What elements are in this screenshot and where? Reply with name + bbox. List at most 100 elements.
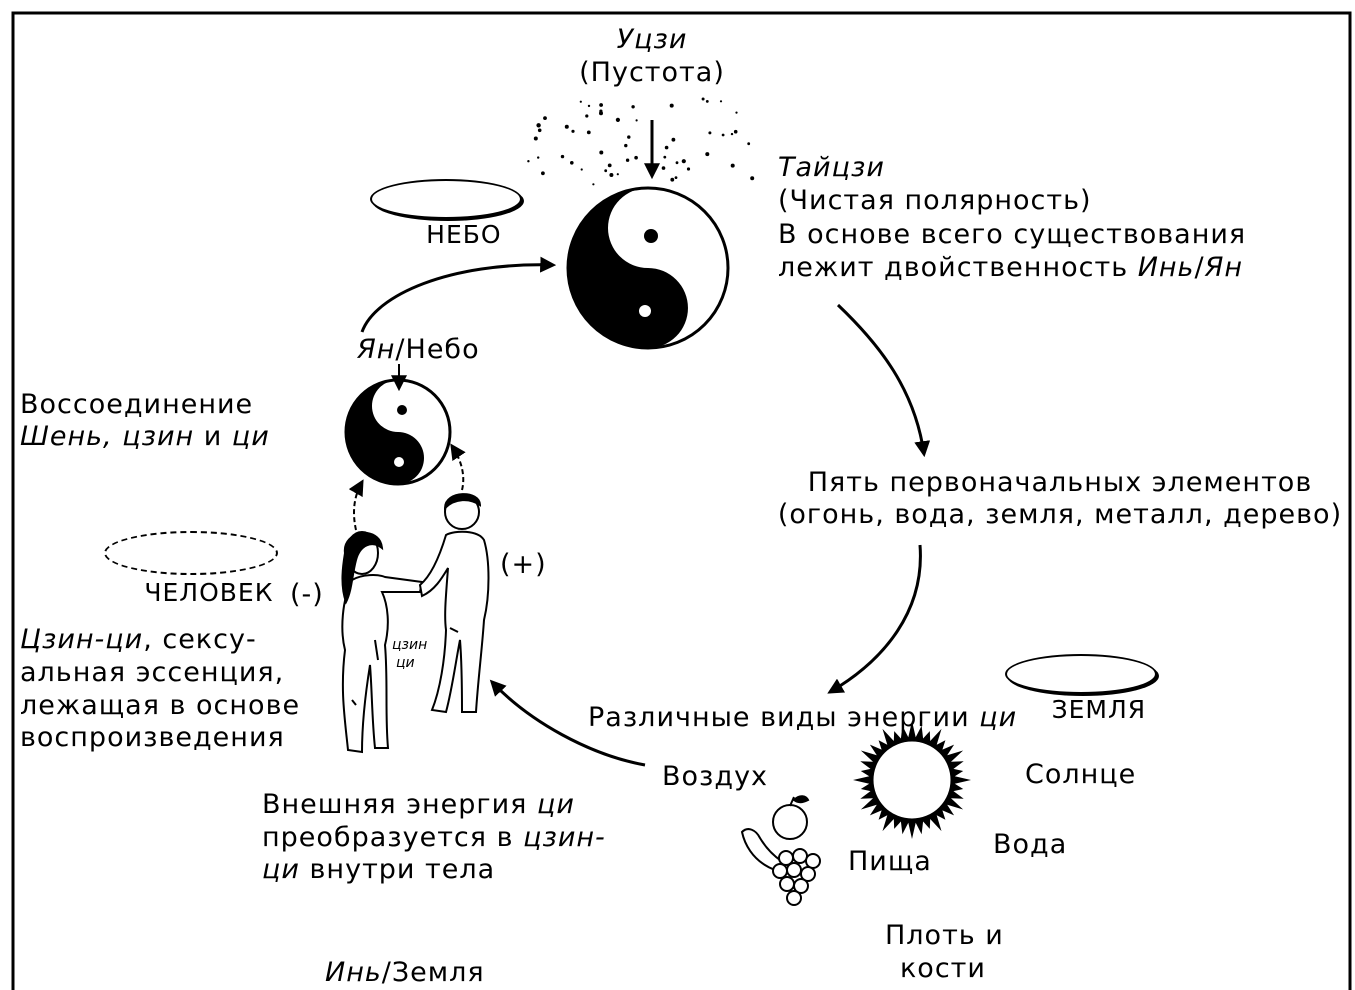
void-dot — [747, 142, 751, 146]
human-badge: ЧЕЛОВЕК — [104, 531, 278, 607]
void-dot — [609, 173, 614, 177]
void-dot — [599, 150, 604, 155]
yin-term: Инь — [325, 957, 382, 988]
void-dot — [733, 129, 738, 134]
arrow-man-to-union — [450, 443, 466, 491]
void-dot — [560, 154, 565, 159]
arrow-qi-to-human — [489, 679, 646, 767]
body-label-qi: ци — [396, 655, 415, 671]
reunion-line-1: Воссоединение — [20, 389, 254, 420]
taiji-yang: Ян — [1204, 252, 1243, 283]
transformation-line-1: Внешняя энергия ци — [262, 788, 575, 821]
transformation-line-1-text: Внешняя энергия — [262, 789, 537, 820]
taiji-slash: / — [1194, 252, 1205, 283]
polarity-minus: (-) — [290, 579, 324, 610]
heaven-label: НЕБО — [426, 220, 502, 249]
void-dot — [537, 156, 540, 159]
void-dot — [686, 167, 691, 171]
void-dot — [599, 111, 603, 116]
void-dot — [721, 133, 725, 137]
void-dot — [674, 176, 678, 180]
void-dot — [604, 169, 608, 173]
qi-sources-heading-text: Различные виды энергии — [588, 702, 980, 733]
qi-source-flesh-line-1: Плоть и — [885, 920, 1004, 951]
transformation-line-2: преобразуется в цзин- — [262, 821, 606, 854]
void-dot — [615, 117, 621, 122]
void-dot — [675, 161, 679, 165]
void-dot — [719, 100, 723, 103]
jing-qi-line-1-text: , сексу- — [143, 624, 257, 655]
void-dot — [533, 136, 538, 141]
void-dot — [664, 145, 669, 150]
void-dot — [635, 119, 638, 122]
void-dot — [701, 97, 705, 101]
void-dot — [607, 163, 612, 168]
taiji-line-1: В основе всего существования — [778, 219, 1247, 250]
void-dot — [735, 111, 738, 114]
void-dot — [586, 130, 591, 135]
taiji-title: Тайцзи — [778, 152, 885, 183]
earth-term: /Земля — [381, 957, 485, 988]
body-label-jing: цзин — [392, 637, 428, 653]
fruit-illustration — [740, 795, 821, 906]
yang-heaven-label: Ян/Небо — [357, 333, 480, 366]
taiji-line-2: лежит двойственность Инь/Ян — [778, 251, 1243, 284]
yin-yang-small — [344, 378, 452, 486]
qi-sources-heading-qi: ци — [979, 702, 1018, 733]
void-dot — [616, 173, 619, 176]
qi-source-water: Вода — [993, 829, 1068, 860]
void-dot — [634, 155, 638, 160]
frame-border — [11, 11, 1352, 990]
arrow-woman-to-union — [348, 479, 364, 531]
arrow-elements-to-qi — [827, 544, 922, 694]
void-dot — [587, 104, 591, 108]
void-dot — [624, 143, 628, 148]
five-elements-line-1: Пять первоначальных элементов — [807, 467, 1313, 498]
jing-qi-line-1: Цзин-ци, сексу- — [20, 623, 257, 656]
reunion-line-2: Шень, цзин и ци — [20, 420, 270, 453]
void-dot — [663, 155, 667, 159]
human-label: ЧЕЛОВЕК — [144, 578, 274, 607]
arrow-taiji-to-elements — [836, 303, 931, 458]
void-dot — [599, 103, 603, 107]
void-dot — [669, 103, 674, 108]
void-dot — [580, 168, 583, 171]
reunion-qi: ци — [231, 421, 270, 452]
void-dot — [730, 132, 734, 136]
five-elements-line-2: (огонь, вода, земля, металл, дерево) — [777, 499, 1343, 530]
void-dot — [527, 160, 530, 163]
qi-source-sun: Солнце — [1025, 759, 1137, 790]
woman-figure — [341, 531, 424, 754]
void-dot — [681, 159, 686, 164]
qi-source-air: Воздух — [662, 761, 769, 792]
void-dot — [570, 161, 574, 165]
void-dot — [730, 163, 735, 168]
jing-qi-line-3: лежащая в основе — [20, 690, 301, 721]
transformation-line-2-text: преобразуется в — [262, 822, 524, 853]
heaven-badge: НЕБО — [370, 179, 522, 249]
transformation-line-1-qi: ци — [537, 789, 575, 820]
void-dot — [571, 129, 575, 133]
taiji-subtitle: (Чистая полярность) — [778, 185, 1092, 216]
man-figure — [418, 493, 490, 714]
wuji-title: Уцзи — [616, 24, 688, 55]
reunion-shen-jing: Шень, цзин — [20, 421, 195, 452]
heaven-term: /Небо — [395, 334, 480, 365]
wuji-subtitle: (Пустота) — [579, 57, 725, 88]
jing-qi-term: Цзин-ци — [20, 624, 144, 655]
earth-label: ЗЕМЛЯ — [1051, 695, 1147, 724]
void-dot — [625, 158, 630, 162]
arrow-yang-to-taiji — [360, 256, 557, 333]
taiji-line-2-text: лежит двойственность — [778, 252, 1138, 283]
sun-illustration — [853, 721, 971, 839]
void-dot — [671, 137, 676, 142]
void-dot — [661, 166, 666, 170]
qi-source-flesh-line-2: кости — [900, 953, 986, 984]
void-dot — [564, 124, 569, 129]
void-dot — [592, 183, 595, 186]
transformation-line-3-text: внутри тела — [299, 854, 496, 885]
void-dot — [705, 100, 709, 103]
reunion-and: и — [194, 421, 232, 452]
